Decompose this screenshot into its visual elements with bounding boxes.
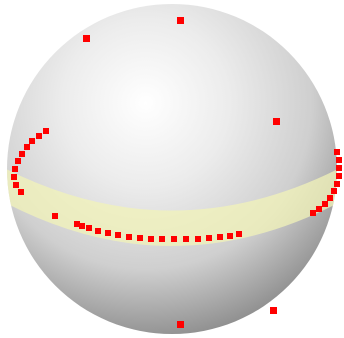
marker-point [86, 225, 92, 231]
marker-point [29, 138, 35, 144]
marker-point [148, 236, 154, 242]
marker-point [12, 166, 18, 172]
marker-point [227, 233, 233, 239]
marker-point [177, 321, 184, 328]
marker-point [36, 133, 42, 139]
marker-point [273, 118, 280, 125]
marker-point [331, 188, 337, 194]
marker-point [171, 236, 177, 242]
marker-point [43, 128, 49, 134]
marker-point [177, 17, 184, 24]
marker-point [126, 234, 132, 240]
marker-point [327, 195, 333, 201]
marker-point [79, 223, 85, 229]
marker-point [105, 230, 111, 236]
marker-point [115, 232, 121, 238]
marker-point [19, 151, 25, 157]
marker-point [95, 228, 101, 234]
sphere-body [7, 4, 337, 334]
marker-point [310, 210, 316, 216]
marker-point [159, 236, 165, 242]
marker-point [183, 236, 189, 242]
marker-point [316, 206, 322, 212]
marker-point [270, 307, 277, 314]
marker-point [83, 35, 90, 42]
marker-point [336, 173, 342, 179]
marker-point [206, 235, 212, 241]
marker-point [15, 158, 21, 164]
marker-point [195, 236, 201, 242]
marker-point [137, 235, 143, 241]
marker-point [52, 213, 58, 219]
marker-point [334, 181, 340, 187]
marker-point [236, 231, 242, 237]
marker-point [24, 144, 30, 150]
marker-point [336, 157, 342, 163]
marker-point [217, 234, 223, 240]
marker-point [322, 201, 328, 207]
marker-point [18, 189, 24, 195]
marker-point [334, 149, 340, 155]
marker-point [11, 174, 17, 180]
marker-point [336, 165, 342, 171]
marker-point [13, 182, 19, 188]
